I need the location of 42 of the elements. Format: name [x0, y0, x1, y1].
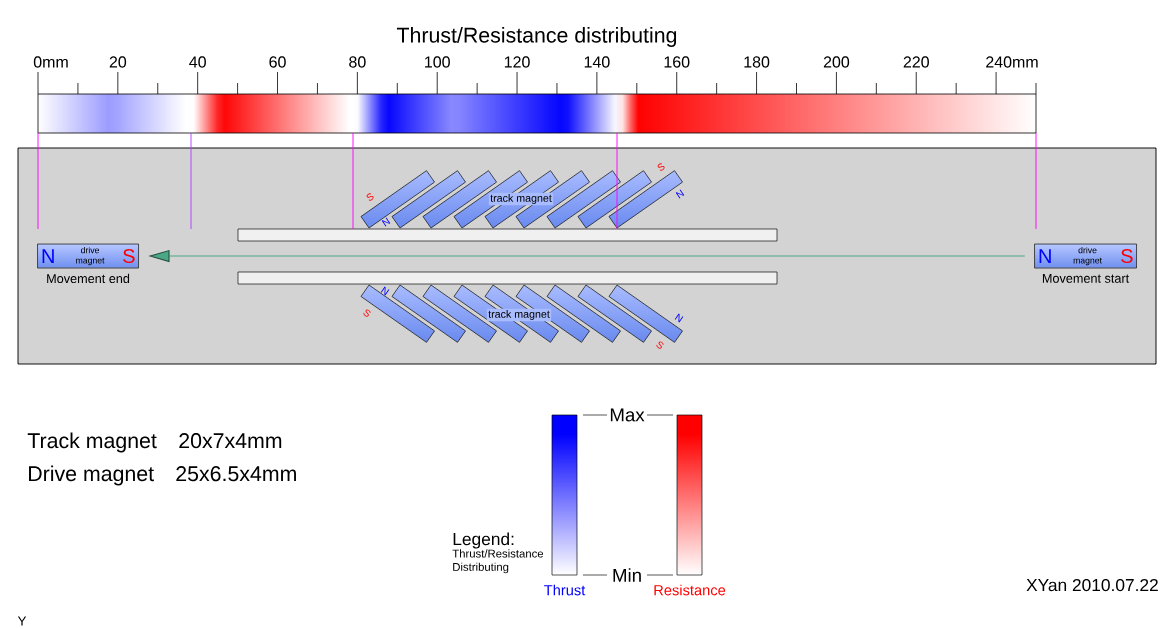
tick-label: 20	[109, 56, 127, 68]
pole-letter: N	[381, 217, 391, 227]
pole-letter: S	[363, 309, 371, 317]
pole-letter: N	[380, 286, 390, 296]
legend-note: Thrust/Resistance Distributing	[452, 549, 544, 574]
spec-label: Drive magnet	[29, 465, 154, 486]
tick-label: 220	[903, 56, 929, 68]
title: Thrust/Resistance distributing	[397, 27, 677, 47]
signature: XYan 2010.07.22	[1026, 578, 1158, 592]
scale-label: Max	[610, 408, 645, 422]
pole-letter: N	[674, 313, 684, 323]
tick-label: 100	[425, 56, 450, 68]
legend-label: Thrust	[544, 584, 586, 596]
tick-label: 60	[269, 56, 286, 68]
pole-letter: S	[366, 193, 374, 201]
spec-label: Track magnet	[27, 432, 157, 453]
tick-label: 200	[823, 56, 850, 68]
tick-label: 160	[664, 56, 690, 68]
node-label: Movement start	[1042, 273, 1130, 283]
tick-label: 120	[504, 56, 530, 68]
tick-label: 240mm	[986, 56, 1038, 68]
tick-label: 140	[584, 56, 610, 68]
tick-label: 0mm	[33, 56, 68, 68]
pole-letter: N	[1039, 249, 1051, 263]
tick-label: 180	[744, 56, 770, 68]
magnet-label: drive magnet	[1073, 246, 1102, 266]
pole-letter: S	[123, 248, 135, 264]
pole-letter: S	[657, 163, 665, 171]
pole-letter: S	[656, 341, 664, 349]
tick-label: 40	[189, 56, 206, 68]
magnet-label: drive magnet	[76, 246, 105, 266]
node-label: Movement end	[47, 273, 130, 283]
pole-letter: N	[675, 189, 685, 199]
dimension-text: 20x7x4mm	[179, 433, 282, 449]
dimension-text: 25x6.5x4mm	[176, 466, 296, 482]
axis-letter: Y	[17, 616, 27, 626]
pole-letter: S	[1121, 248, 1133, 264]
legend-title: Legend:	[453, 532, 514, 549]
legend-label: Resistance	[654, 584, 726, 596]
pole-letter: N	[42, 249, 54, 263]
scale-label: Min	[613, 568, 641, 582]
tick-label: 80	[349, 56, 366, 68]
